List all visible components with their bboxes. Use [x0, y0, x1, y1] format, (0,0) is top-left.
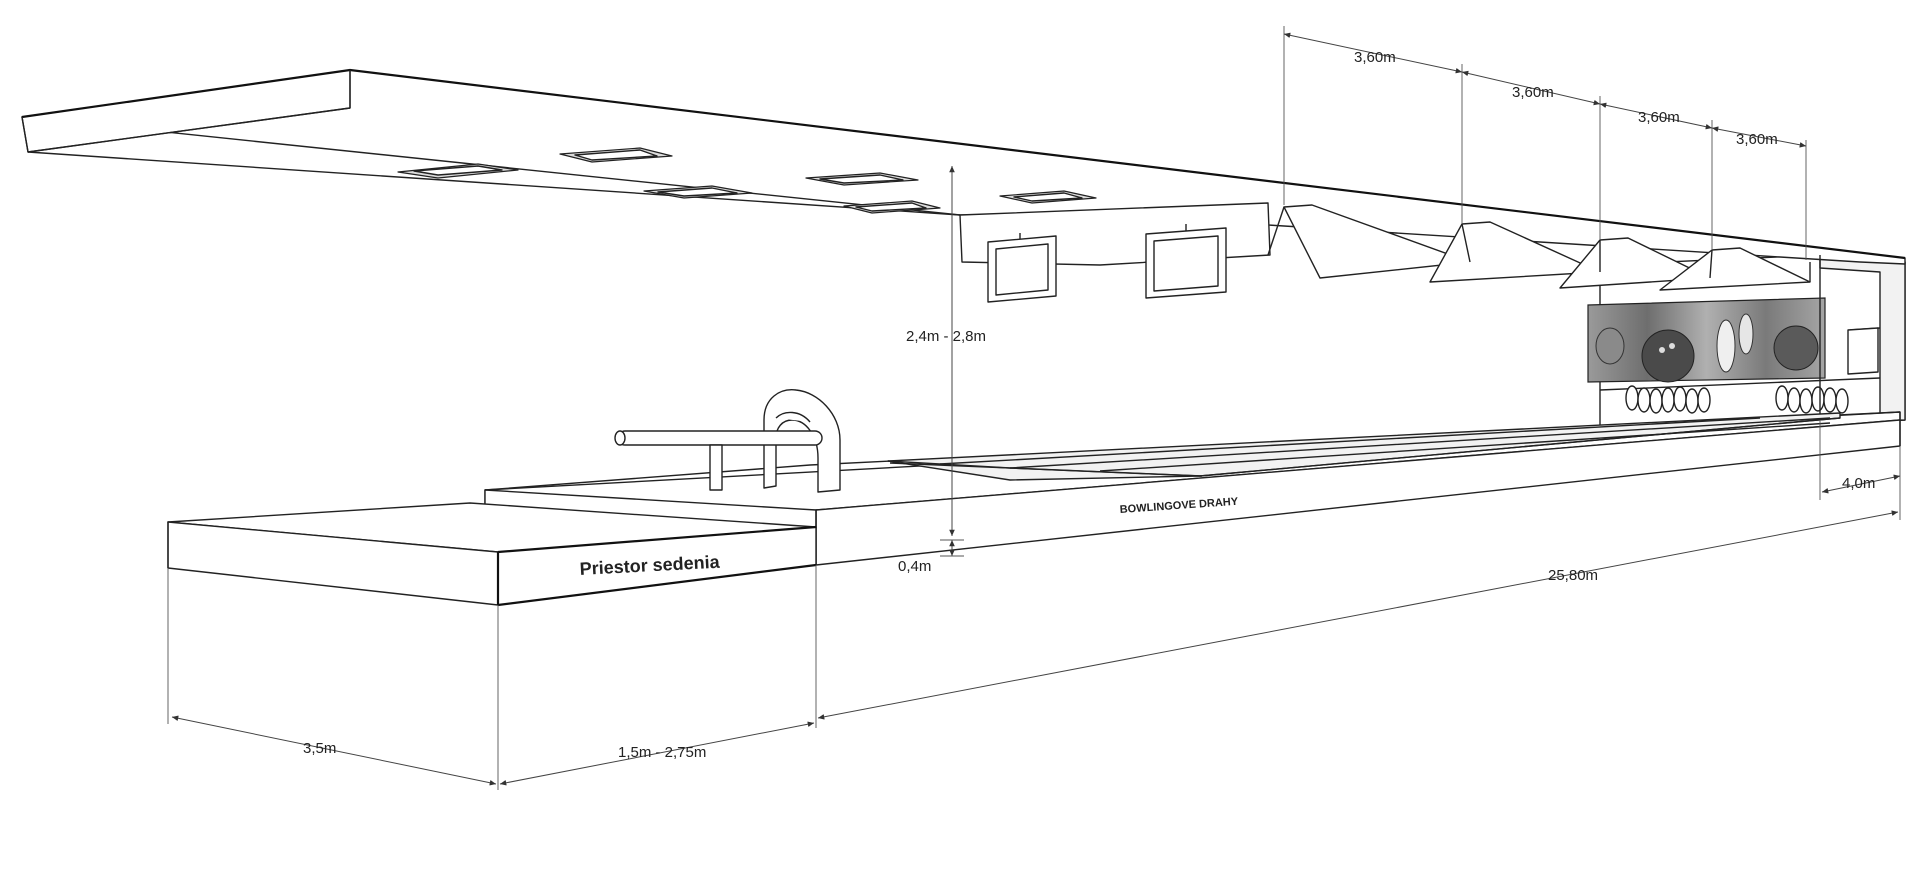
ceiling-light	[643, 185, 753, 199]
seating-area-box	[167, 502, 817, 607]
dimension-labels: 3,60m 3,60m 3,60m 3,60m 2,4m - 2,8m 0,4m…	[303, 49, 1875, 761]
dimension-lines	[167, 26, 1901, 790]
bay-4-dimension: 3,60m	[1736, 131, 1778, 148]
ceiling-light	[397, 163, 519, 179]
bay-1-dimension: 3,60m	[1354, 49, 1396, 66]
bay-3-dimension: 3,60m	[1638, 109, 1680, 126]
bay-2-dimension: 3,60m	[1512, 84, 1554, 101]
seating-depth-dimension: 3,5m	[303, 740, 336, 757]
ceiling-lights	[397, 147, 1097, 214]
approach-depth-dimension: 1,5m - 2,75m	[618, 744, 706, 761]
score-monitors	[987, 224, 1227, 303]
bowling-pins-right	[1775, 385, 1849, 414]
ceiling-baffles	[1267, 204, 1811, 291]
bowling-pins-left	[1625, 385, 1711, 414]
end-width-dimension: 4,0m	[1842, 475, 1875, 492]
ceiling-height-dimension: 2,4m - 2,8m	[906, 328, 986, 345]
ball-return	[614, 389, 841, 493]
ceiling-light	[559, 147, 673, 163]
ceiling-light	[843, 200, 941, 214]
lane-length-dimension: 25,80m	[1548, 567, 1598, 584]
ceiling-light	[805, 172, 919, 186]
monitor	[987, 233, 1057, 303]
bowling-lanes-surface	[887, 412, 1841, 481]
lane-banner	[1587, 297, 1826, 383]
ceiling-light	[999, 190, 1097, 204]
monitor	[1145, 224, 1227, 299]
platform-height-dimension: 0,4m	[898, 558, 931, 575]
ceiling-slab	[21, 68, 1906, 266]
